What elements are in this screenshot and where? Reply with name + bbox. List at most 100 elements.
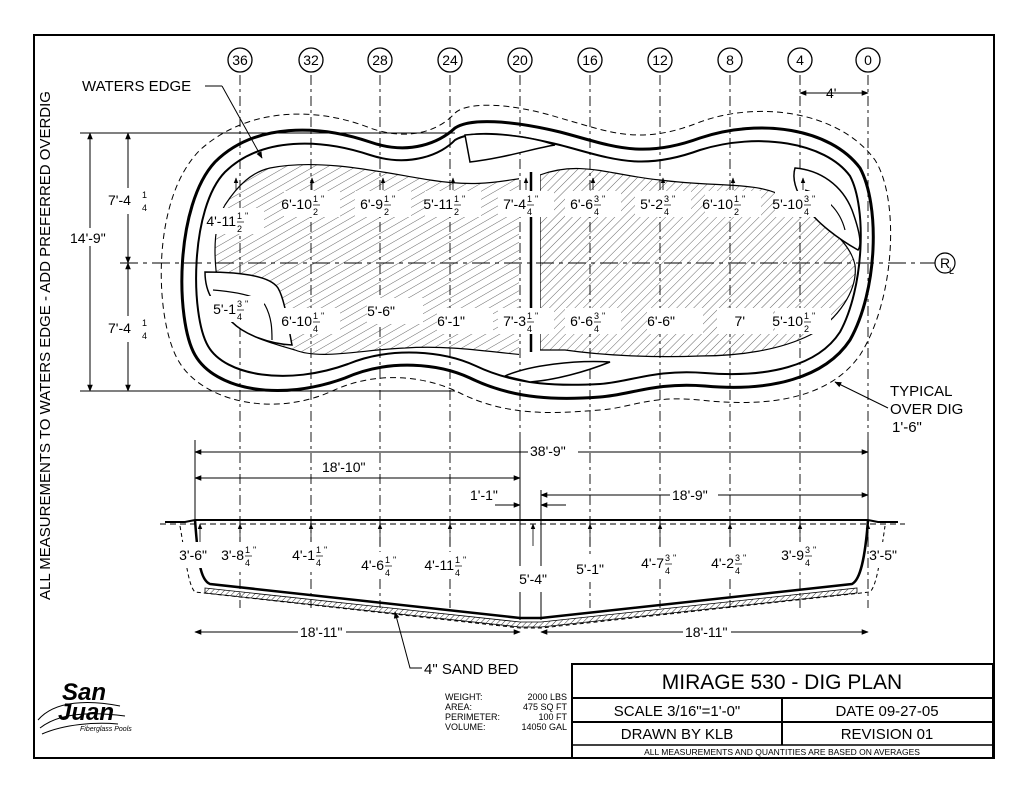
overdig-label-2: OVER DIG (890, 401, 963, 418)
depth-mask (565, 191, 621, 217)
depth-label: 6'-9 (360, 196, 383, 212)
shallow-bench-left-step (212, 289, 273, 341)
depth-inch-mark: " (253, 545, 256, 555)
depth-label: 6'-1" (437, 313, 465, 329)
waters-edge-leader (221, 85, 263, 159)
station-circle (717, 47, 743, 73)
depth-label: 3'-9 (781, 547, 804, 563)
depth-mask (776, 542, 832, 568)
top-entry-step (464, 133, 556, 163)
depth-inch-mark: " (672, 194, 675, 204)
depth-inch-mark: " (535, 194, 538, 204)
depth-frac-den: 2 (454, 207, 459, 217)
depth-frac-den: 4 (665, 566, 670, 576)
depth-frac-den: 4 (735, 566, 740, 576)
side-note: ALL MEASUREMENTS TO WATERS EDGE - ADD PR… (37, 91, 54, 600)
depth-frac-den: 4 (527, 324, 532, 334)
depth-label: 6'-6 (570, 196, 593, 212)
depth-mask (208, 208, 264, 234)
station-circle (227, 47, 253, 73)
depth-label: 6'-10 (281, 313, 312, 329)
depth-frac-num: 3 (805, 545, 810, 555)
station-label: 4 (796, 52, 804, 68)
depth-mask (717, 308, 773, 334)
depth-mask (647, 308, 703, 334)
depth-inch-mark: " (812, 194, 815, 204)
depth-inch-mark: " (321, 194, 324, 204)
floor-right-label: 18'-11" (685, 624, 727, 640)
depth-inch-mark: " (392, 194, 395, 204)
depth-frac-den: 4 (804, 207, 809, 217)
width-top-mask (108, 188, 154, 214)
pool-shell-outer (180, 120, 875, 400)
spec-label: WEIGHT: (445, 692, 483, 702)
depth-frac-den: 4 (385, 568, 390, 578)
depth-label: 4'-11 (424, 557, 454, 573)
depth-mask (576, 556, 632, 582)
waters-edge-label: WATERS EDGE (82, 78, 191, 95)
depth-frac-den: 2 (313, 207, 318, 217)
depth-frac-num: 1 (804, 311, 809, 321)
depth-label: 5'-6" (367, 303, 395, 319)
depth-frac-den: 2 (237, 224, 242, 234)
overdig-label-3: 1'-6" (892, 419, 922, 436)
depth-frac-num: 1 (313, 194, 318, 204)
spec-value: 2000 LBS (527, 692, 567, 702)
depth-frac-num: 1 (455, 555, 460, 565)
pool-shell-inner (195, 133, 862, 386)
station-label: 36 (232, 52, 248, 68)
depth-label: 3'-6" (179, 547, 207, 563)
depth-label: 3'-8 (221, 547, 244, 563)
overall-length-mask (528, 443, 578, 459)
depth-frac-num: 1 (527, 194, 532, 204)
depth-frac-num: 3 (594, 311, 599, 321)
depth-frac-den: 4 (594, 207, 599, 217)
depth-frac-num: 1 (237, 211, 242, 221)
width-total-mask (68, 228, 113, 246)
revision-label: REVISION 01 (841, 726, 934, 743)
depth-mask (519, 566, 575, 592)
depth-label: 3'-5" (869, 547, 897, 563)
floor-left-label: 18'-11" (300, 624, 342, 640)
footnote: ALL MEASUREMENTS AND QUANTITIES ARE BASE… (644, 747, 920, 757)
depth-frac-num: 3 (594, 194, 599, 204)
offset-4-label: 4' (826, 85, 836, 101)
sheet-border (33, 34, 995, 759)
depth-inch-mark: " (742, 194, 745, 204)
depth-frac-den: 4 (455, 568, 460, 578)
depth-inch-mark: " (245, 299, 248, 309)
station-label: 0 (864, 52, 872, 68)
depth-frac-den: 4 (313, 324, 318, 334)
depth-inch-mark: " (245, 211, 248, 221)
sand-bed-label: 4" SAND BED (424, 661, 519, 678)
san-juan-logo: San Juan Fiberglass Pools (37, 679, 132, 735)
depth-label: 6'-10 (281, 196, 312, 212)
width-bottom-frac-den: 4 (142, 331, 147, 341)
station-label: 28 (372, 52, 388, 68)
depth-frac-den: 2 (734, 207, 739, 217)
depth-mask (498, 191, 554, 217)
depth-label: 5'-11 (423, 196, 453, 212)
width-bottom-mask (108, 316, 154, 342)
depth-label: 5'-4" (519, 571, 547, 587)
spec-value: 14050 GAL (521, 722, 567, 732)
depth-inch-mark: " (321, 311, 324, 321)
depth-mask (287, 542, 343, 568)
sand-bed-hatch (204, 587, 858, 628)
station-circle (507, 47, 533, 73)
depth-frac-num: 1 (245, 545, 250, 555)
depth-frac-den: 4 (805, 558, 810, 568)
deep-length-mask (670, 486, 718, 502)
depth-frac-num: 1 (316, 545, 321, 555)
depth-frac-num: 3 (665, 553, 670, 563)
depth-frac-num: 3 (664, 194, 669, 204)
depth-inch-mark: " (812, 311, 815, 321)
depth-label: 5'-1" (576, 561, 604, 577)
station-circle (437, 47, 463, 73)
depth-label: 5'-10 (772, 313, 803, 329)
depth-frac-den: 4 (664, 207, 669, 217)
width-total-label: 14'-9" (70, 230, 106, 246)
depth-mask (208, 296, 264, 322)
sand-bed-leader (393, 611, 422, 669)
